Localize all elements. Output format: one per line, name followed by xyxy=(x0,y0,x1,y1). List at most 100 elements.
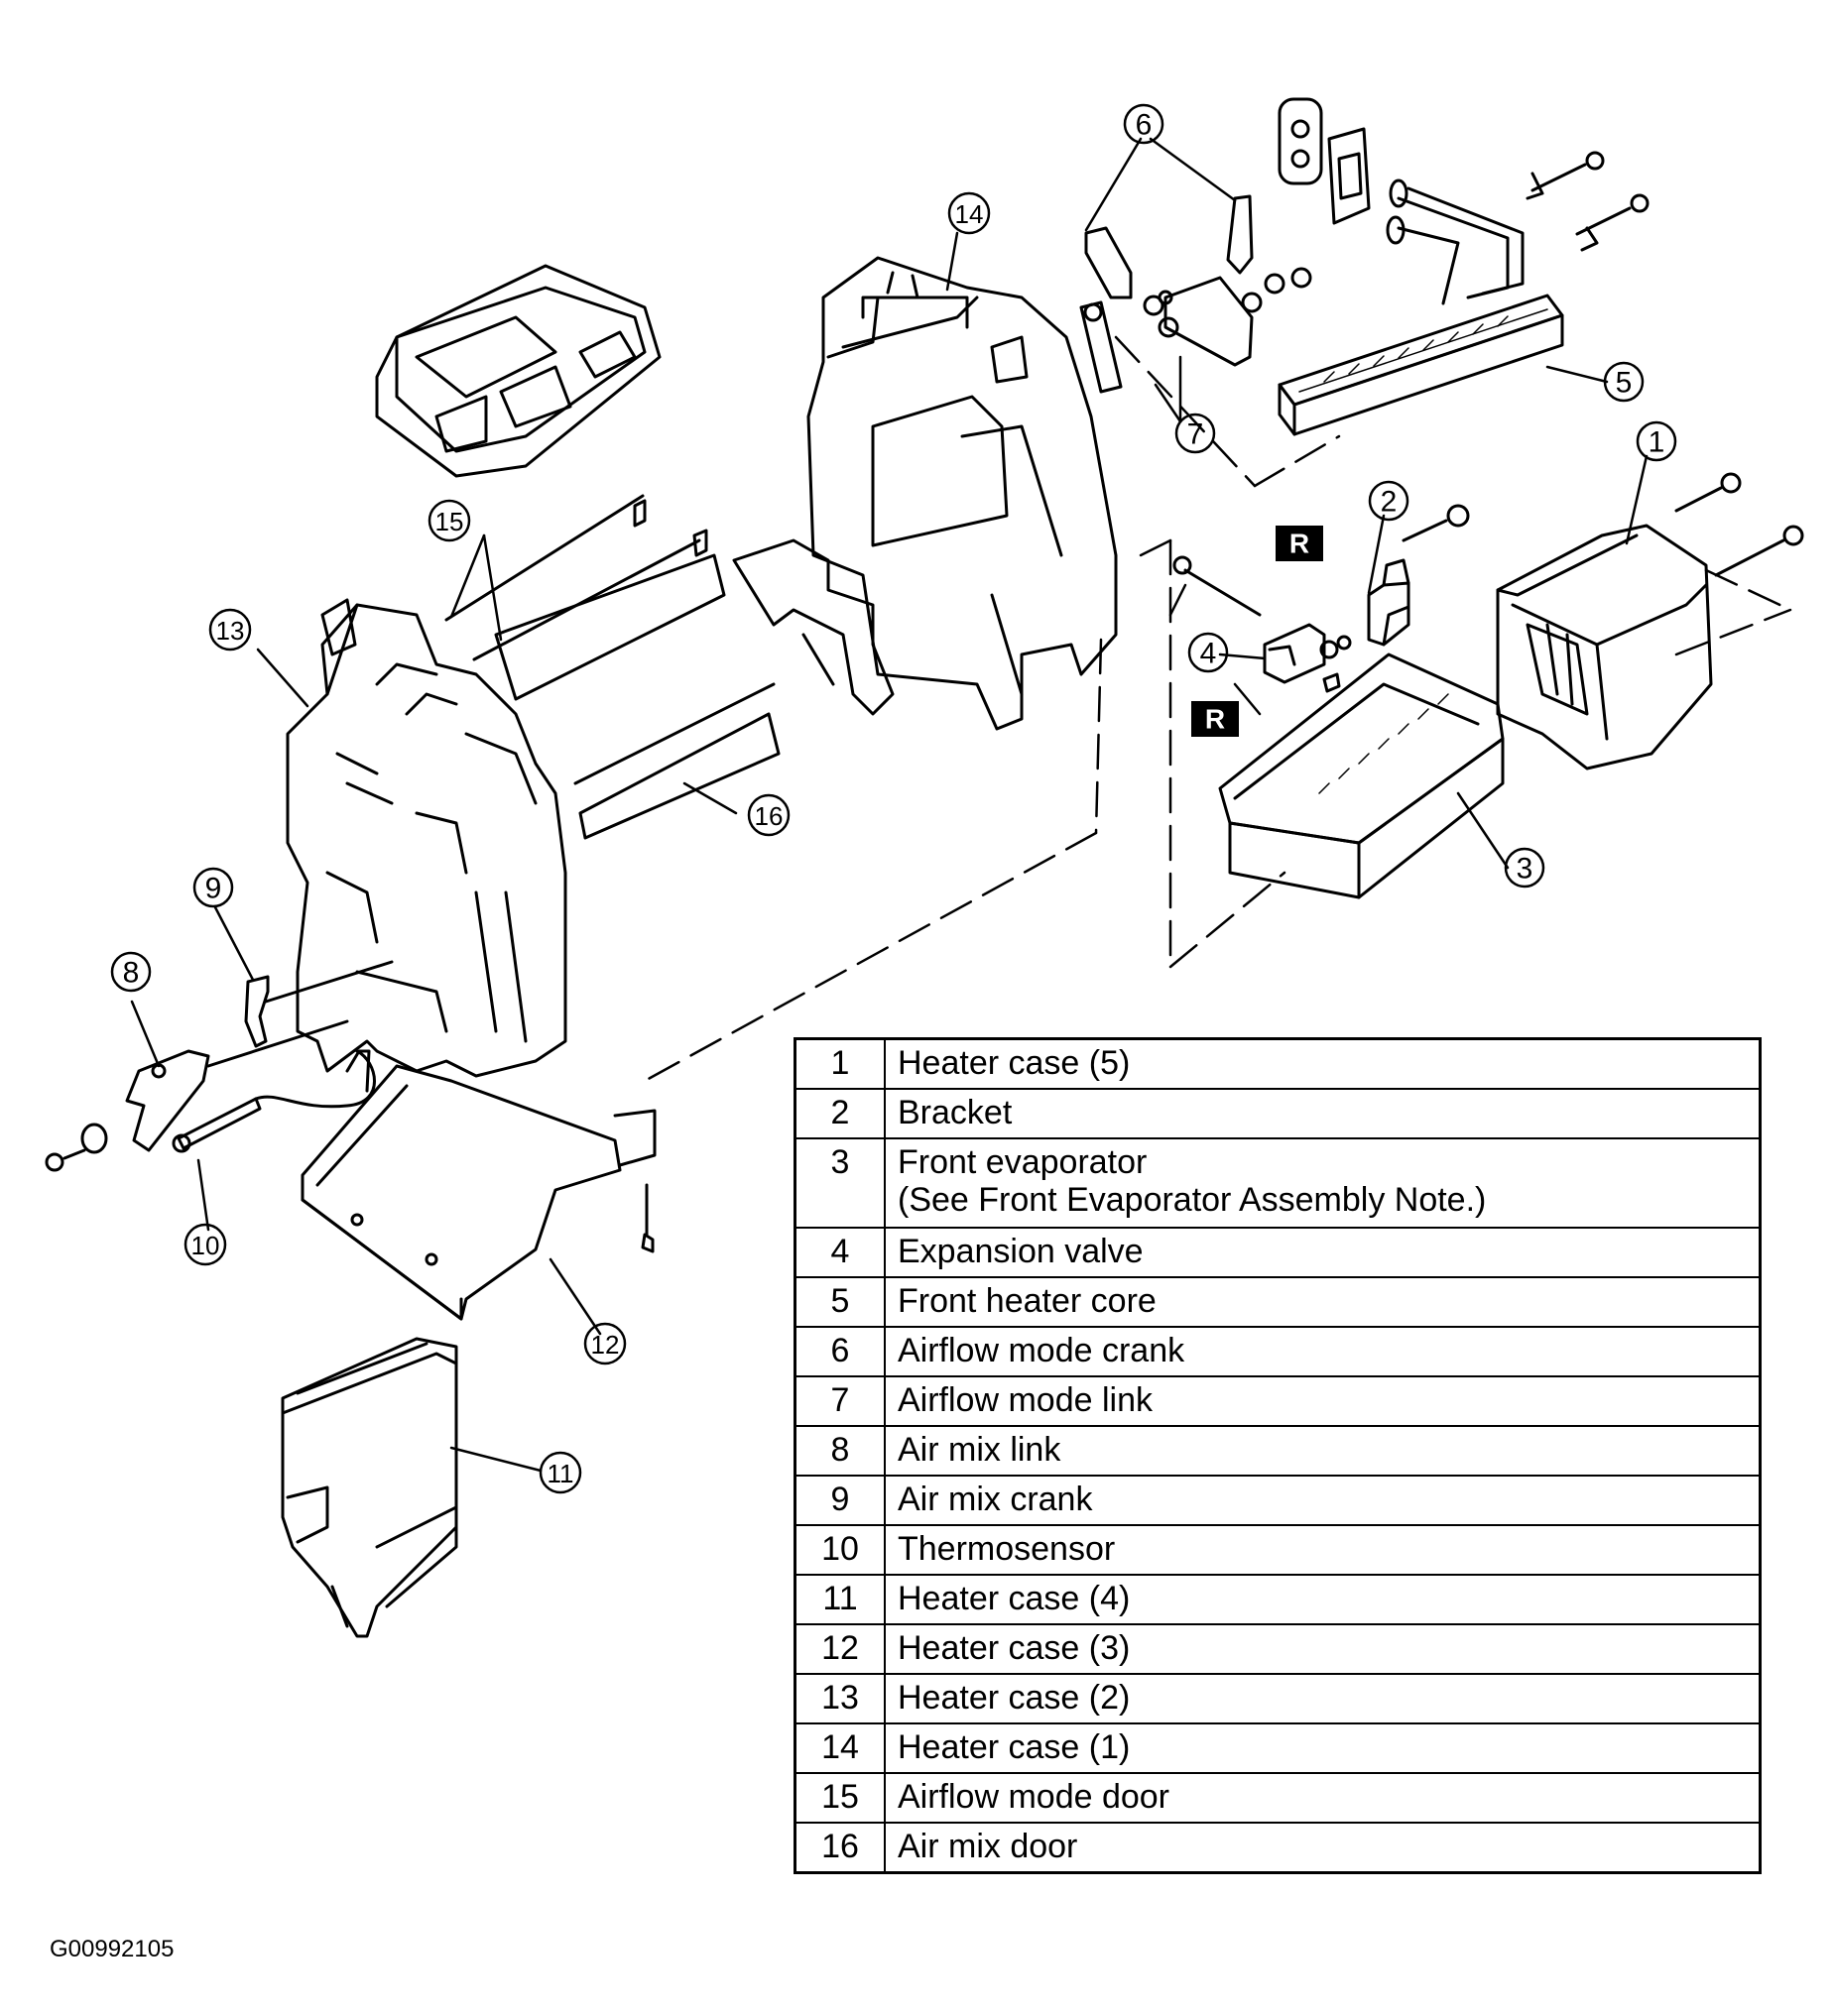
svg-text:16: 16 xyxy=(755,801,784,831)
part-front-heater-core xyxy=(1278,172,1599,436)
callout-11: 11 xyxy=(539,1451,582,1494)
part-description: Air mix door xyxy=(884,1822,1762,1874)
part-number: 10 xyxy=(794,1524,886,1576)
part-number: 1 xyxy=(794,1037,886,1090)
part-heater-case-2-tab xyxy=(320,598,357,656)
screw-and-washer xyxy=(45,1123,108,1172)
svg-text:1: 1 xyxy=(1649,426,1665,459)
callout-1: 1 xyxy=(1636,420,1677,462)
part-heater-case-2 xyxy=(286,603,567,1078)
part-description: Heater case (4) xyxy=(884,1574,1762,1625)
part-description: Airflow mode door xyxy=(884,1772,1762,1824)
part-number: 9 xyxy=(794,1475,886,1526)
part-description: Airflow mode crank xyxy=(884,1326,1762,1377)
part-heater-case-3 xyxy=(301,1064,657,1321)
part-description: Front evaporator(See Front Evaporator As… xyxy=(884,1137,1762,1229)
screw-bracket xyxy=(1402,504,1470,542)
part-number: 8 xyxy=(794,1425,886,1477)
part-heater-case-5 xyxy=(1496,524,1713,771)
svg-text:11: 11 xyxy=(548,1459,574,1488)
callout-3: 3 xyxy=(1504,847,1545,889)
screws-heater-core xyxy=(1530,151,1650,236)
callout-2: 2 xyxy=(1368,480,1409,522)
part-number: 15 xyxy=(794,1772,886,1824)
part-description: Heater case (3) xyxy=(884,1623,1762,1675)
screws-crank xyxy=(1143,267,1312,338)
part-number: 4 xyxy=(794,1227,886,1278)
part-description: Bracket xyxy=(884,1088,1762,1139)
part-description-note: (See Front Evaporator Assembly Note.) xyxy=(898,1181,1487,1219)
callout-12: 12 xyxy=(583,1322,627,1365)
assembly-lines xyxy=(643,335,1792,1083)
part-number: 12 xyxy=(794,1623,886,1675)
part-description: Air mix crank xyxy=(884,1475,1762,1526)
callout-8: 8 xyxy=(110,951,152,993)
part-bracket xyxy=(1367,558,1410,647)
svg-text:7: 7 xyxy=(1187,418,1204,451)
part-description-line: Front evaporator xyxy=(898,1143,1148,1181)
svg-text:6: 6 xyxy=(1136,109,1153,142)
part-description: Front heater core xyxy=(884,1276,1762,1328)
part-number: 13 xyxy=(794,1673,886,1724)
callout-15: 15 xyxy=(428,499,471,542)
part-airflow-mode-crank xyxy=(1084,194,1254,299)
screws-heater-case-5 xyxy=(1674,472,1804,577)
part-description: Heater case (2) xyxy=(884,1673,1762,1724)
part-airflow-mode-door xyxy=(444,494,726,701)
svg-text:4: 4 xyxy=(1200,638,1217,670)
svg-text:3: 3 xyxy=(1517,853,1533,886)
svg-text:12: 12 xyxy=(591,1330,620,1360)
part-heater-case-4 xyxy=(281,1337,458,1638)
svg-text:2: 2 xyxy=(1381,486,1398,519)
callout-14: 14 xyxy=(947,191,991,235)
callout-16: 16 xyxy=(747,793,791,837)
leader-lines xyxy=(130,137,1649,1473)
part-description: Air mix link xyxy=(884,1425,1762,1477)
pipe-clamps xyxy=(1278,97,1371,225)
callout-10: 10 xyxy=(183,1223,227,1266)
part-description: Airflow mode link xyxy=(884,1375,1762,1427)
callout-7: 7 xyxy=(1174,413,1216,454)
r-tag: R xyxy=(1191,701,1239,737)
part-top-frame xyxy=(375,264,662,478)
part-number: 14 xyxy=(794,1722,886,1774)
part-number: 3 xyxy=(794,1137,886,1229)
part-thermosensor xyxy=(172,1049,376,1153)
r-tag: R xyxy=(1276,526,1323,561)
callout-4: 4 xyxy=(1187,632,1229,673)
part-heater-case-1-fin xyxy=(732,538,895,716)
part-front-evaporator xyxy=(1218,652,1505,899)
svg-text:8: 8 xyxy=(123,957,140,990)
svg-text:5: 5 xyxy=(1616,367,1633,400)
svg-text:15: 15 xyxy=(435,507,464,536)
part-description: Expansion valve xyxy=(884,1227,1762,1278)
callout-9: 9 xyxy=(192,867,234,908)
svg-text:9: 9 xyxy=(205,873,222,905)
callout-6: 6 xyxy=(1123,103,1164,145)
part-number: 7 xyxy=(794,1375,886,1427)
svg-text:R: R xyxy=(1289,529,1309,559)
callout-5: 5 xyxy=(1603,361,1645,403)
svg-text:13: 13 xyxy=(216,616,245,646)
part-description: Heater case (1) xyxy=(884,1722,1762,1774)
part-air-mix-crank xyxy=(244,960,394,1048)
part-number: 11 xyxy=(794,1574,886,1625)
part-description: Heater case (5) xyxy=(884,1037,1762,1090)
part-number: 6 xyxy=(794,1326,886,1377)
